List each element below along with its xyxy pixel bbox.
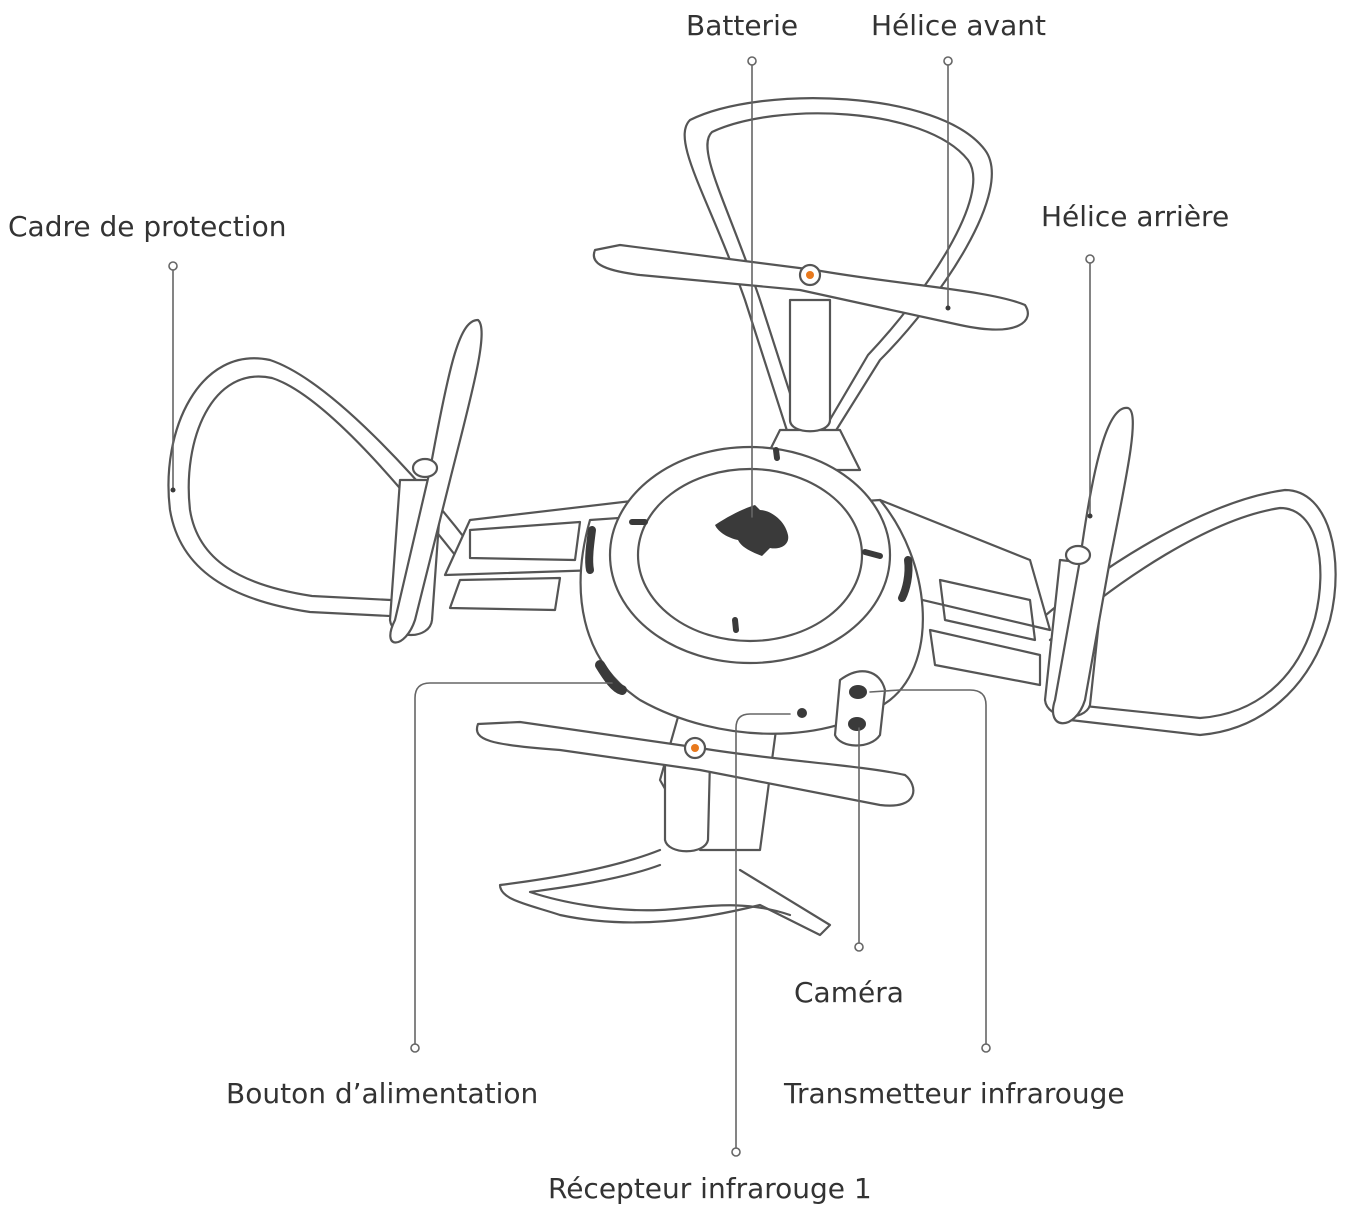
label-protection-frame: Cadre de protection (8, 210, 287, 243)
label-battery: Batterie (686, 9, 799, 42)
label-front-propeller: Hélice avant (871, 9, 1046, 42)
label-power-button: Bouton d’alimentation (226, 1077, 539, 1110)
leader-lines (168, 56, 1095, 1157)
drone-body (579, 445, 924, 747)
label-ir-receiver: Récepteur infrarouge 1 (548, 1172, 872, 1205)
label-camera: Caméra (794, 976, 904, 1009)
propellers (389, 243, 1134, 807)
label-ir-transmitter: Transmetteur infrarouge (784, 1077, 1125, 1110)
left-protection-guard (167, 357, 472, 620)
bottom-protection-guard (498, 848, 832, 937)
label-rear-propeller: Hélice arrière (1041, 200, 1230, 233)
top-protection-guard (683, 97, 993, 442)
right-protection-guard (1038, 488, 1337, 737)
